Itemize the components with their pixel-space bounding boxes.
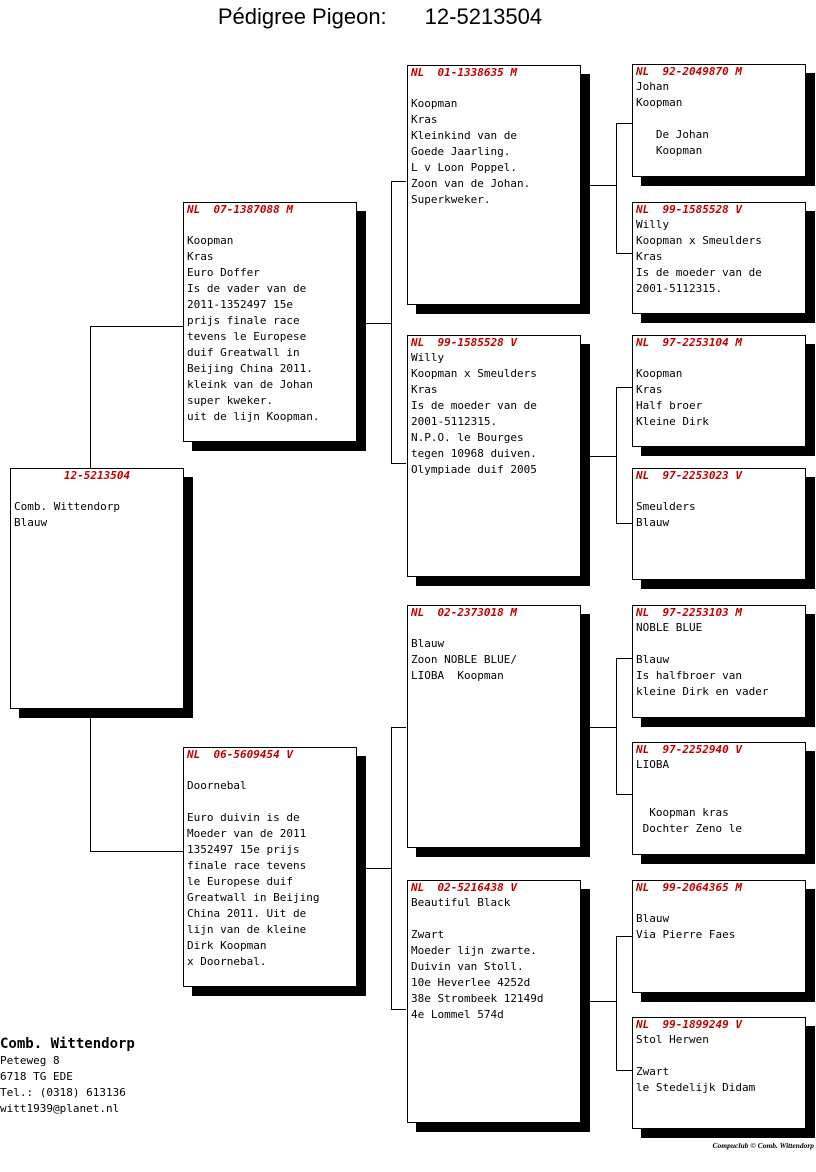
pigeon-notes: Koopman Kras Euro Doffer Is de vader van… bbox=[187, 234, 320, 423]
ring-number: NL 97-2253104 M bbox=[636, 336, 742, 349]
owner-email: witt1939@planet.nl bbox=[0, 1102, 120, 1115]
connector-line bbox=[616, 123, 617, 254]
pigeon-card-mmm: NL 99-1899249 V Stol Herwen Zwart le Ste… bbox=[632, 1017, 806, 1129]
pigeon-card-mfm: NL 97-2252940 V LIOBA Koopman kras Docht… bbox=[632, 742, 806, 855]
ring-number: NL 99-2064365 M bbox=[636, 881, 742, 894]
pigeon-notes: Koopman Kras Half broer Kleine Dirk bbox=[636, 367, 709, 428]
pigeon-card-fmm: NL 97-2253023 V Smeulders Blauw bbox=[632, 468, 806, 580]
owner-phone: Tel.: (0318) 613136 bbox=[0, 1086, 126, 1099]
pigeon-card-fm: NL 99-1585528 V Willy Koopman x Smeulder… bbox=[407, 335, 581, 577]
pigeon-card-father: NL 07-1387088 M Koopman Kras Euro Doffer… bbox=[183, 202, 357, 442]
connector-line bbox=[589, 456, 616, 457]
ring-number: NL 07-1387088 M bbox=[187, 203, 293, 216]
pigeon-notes: Smeulders Blauw bbox=[636, 500, 696, 529]
connector-line bbox=[391, 727, 392, 1010]
connector-line bbox=[365, 323, 391, 324]
ring-number: NL 99-1585528 V bbox=[411, 336, 517, 349]
ring-number: 12-5213504 bbox=[63, 469, 131, 482]
pigeon-notes: Johan Koopman De Johan Koopman bbox=[636, 80, 709, 157]
connector-line bbox=[391, 181, 406, 182]
connector-line bbox=[365, 868, 391, 869]
pigeon-notes: Willy Koopman x Smeulders Kras Is de moe… bbox=[411, 351, 537, 476]
pigeon-card-ffm: NL 99-1585528 V Willy Koopman x Smeulder… bbox=[632, 202, 806, 314]
page-title: Pédigree Pigeon: 12-5213504 bbox=[0, 4, 760, 30]
connector-line bbox=[616, 387, 632, 388]
pigeon-notes: LIOBA Koopman kras Dochter Zeno le bbox=[636, 758, 742, 835]
connector-line bbox=[616, 658, 617, 795]
connector-line bbox=[616, 794, 632, 795]
ring-number: NL 06-5609454 V bbox=[187, 748, 293, 761]
connector-line bbox=[616, 658, 632, 659]
connector-line bbox=[589, 1001, 616, 1002]
connector-line bbox=[391, 181, 392, 464]
ring-number: NL 97-2252940 V bbox=[636, 743, 742, 756]
ring-number: NL 92-2049870 M bbox=[636, 65, 742, 78]
connector-line bbox=[616, 253, 632, 254]
pigeon-notes: NOBLE BLUE Blauw Is halfbroer van kleine… bbox=[636, 621, 769, 698]
connector-line bbox=[616, 1070, 632, 1071]
pigeon-notes: Comb. Wittendorp Blauw bbox=[14, 500, 120, 529]
connector-line bbox=[391, 727, 406, 728]
ring-number: NL 99-1899249 V bbox=[636, 1018, 742, 1031]
connector-line bbox=[90, 326, 91, 468]
connector-line bbox=[391, 463, 406, 464]
connector-line bbox=[90, 851, 183, 852]
ring-number: NL 97-2253023 V bbox=[636, 469, 742, 482]
connector-line bbox=[616, 523, 632, 524]
pigeon-card-root: 12-5213504 Comb. Wittendorp Blauw bbox=[10, 468, 184, 709]
connector-line bbox=[589, 185, 616, 186]
pigeon-card-mm: NL 02-5216438 V Beautiful Black Zwart Mo… bbox=[407, 880, 581, 1123]
connector-line bbox=[90, 326, 183, 327]
connector-line bbox=[616, 936, 632, 937]
pigeon-card-mf: NL 02-2373018 M Blauw Zoon NOBLE BLUE/ L… bbox=[407, 605, 581, 848]
pigeon-card-ff: NL 01-1338635 M Koopman Kras Kleinkind v… bbox=[407, 65, 581, 305]
connector-line bbox=[616, 123, 632, 124]
pigeon-notes: Koopman Kras Kleinkind van de Goede Jaar… bbox=[411, 97, 531, 206]
connector-line bbox=[616, 936, 617, 1071]
pigeon-notes: Blauw Zoon NOBLE BLUE/ LIOBA Koopman bbox=[411, 637, 517, 682]
connector-line bbox=[90, 718, 91, 852]
owner-name: Comb. Wittendorp bbox=[0, 1036, 135, 1052]
ring-number: NL 02-5216438 V bbox=[411, 881, 517, 894]
pigeon-notes: Doornebal Euro duivin is de Moeder van d… bbox=[187, 779, 320, 968]
owner-street: Peteweg 8 bbox=[0, 1054, 60, 1067]
pigeon-notes: Willy Koopman x Smeulders Kras Is de moe… bbox=[636, 218, 762, 295]
pigeon-card-fmf: NL 97-2253104 M Koopman Kras Half broer … bbox=[632, 335, 806, 447]
pigeon-notes: Beautiful Black Zwart Moeder lijn zwarte… bbox=[411, 896, 544, 1021]
footer-credit: Compuclub © Comb. Wittendorp bbox=[712, 1141, 814, 1150]
pigeon-notes: Stol Herwen Zwart le Stedelijk Didam bbox=[636, 1033, 756, 1094]
pigeon-card-mmf: NL 99-2064365 M Blauw Via Pierre Faes bbox=[632, 880, 806, 993]
ring-number: NL 01-1338635 M bbox=[411, 66, 517, 79]
connector-line bbox=[616, 387, 617, 524]
ring-number: NL 97-2253103 M bbox=[636, 606, 742, 619]
owner-city: 6718 TG EDE bbox=[0, 1070, 73, 1083]
pigeon-card-mff: NL 97-2253103 M NOBLE BLUE Blauw Is half… bbox=[632, 605, 806, 718]
pigeon-card-mother: NL 06-5609454 V Doornebal Euro duivin is… bbox=[183, 747, 357, 987]
connector-line bbox=[589, 727, 616, 728]
pigeon-notes: Blauw Via Pierre Faes bbox=[636, 912, 736, 941]
ring-number: NL 99-1585528 V bbox=[636, 203, 742, 216]
title-ring-number: 12-5213504 bbox=[424, 4, 543, 29]
ring-number: NL 02-2373018 M bbox=[411, 606, 517, 619]
owner-address: Comb. Wittendorp Peteweg 8 6718 TG EDE T… bbox=[0, 1035, 135, 1117]
pigeon-card-fff: NL 92-2049870 M Johan Koopman De Johan K… bbox=[632, 64, 806, 177]
title-label: Pédigree Pigeon: bbox=[217, 4, 387, 29]
connector-line bbox=[391, 1009, 406, 1010]
